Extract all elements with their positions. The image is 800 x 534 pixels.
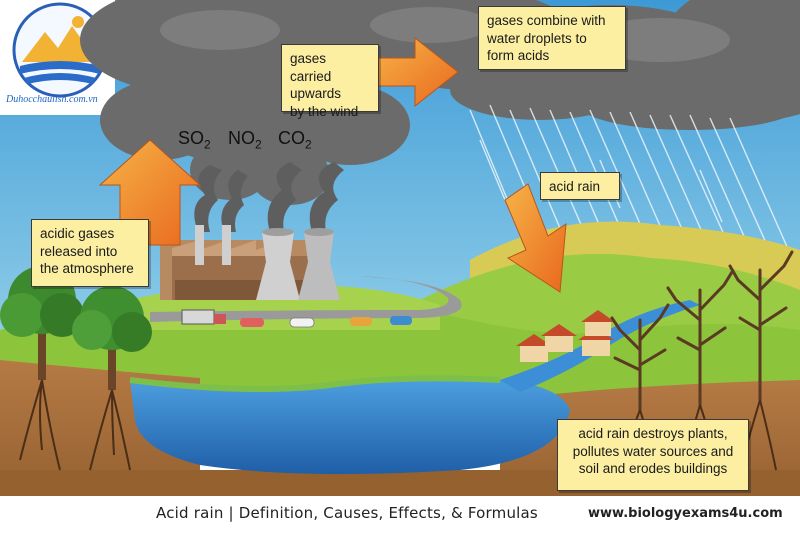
label-gases-combine: gases combine with water droplets to for… [478,6,626,70]
logo-icon [12,2,108,98]
dead-trees [610,250,794,412]
label-line: upwards [290,86,342,102]
logo-text: Duhocchaulish.com.vn [6,94,98,105]
caption: Acid rain | Definition, Causes, Effects,… [156,504,538,522]
label-line: form acids [487,48,550,64]
road [150,276,462,322]
caption-strip [0,496,800,534]
website-credit: www.biologyexams4u.com [588,506,783,521]
tree-roots [19,379,131,471]
chemical-so2: SO2 [178,128,211,152]
label-line: soil and erodes buildings [578,461,728,477]
label-line: gases combine with [487,13,606,28]
label-line: acid rain destroys plants, [578,426,728,441]
label-line: the atmosphere [40,261,134,277]
arrow-right-wind [374,36,459,108]
label-acidic-gases: acidic gases released into the atmospher… [31,219,149,287]
label-line: acidic gases [40,226,115,241]
chimney-smoke [194,162,344,232]
arrow-acid-rain [504,183,567,293]
label-line: pollutes water sources and [572,443,734,459]
lake [130,378,570,474]
vehicles [181,309,412,328]
label-gases-carried: gases carried upwards by the wind [281,44,379,119]
houses [516,310,615,362]
label-line: gases carried [290,51,332,84]
chemical-co2: CO2 [278,128,312,152]
label-line: acid rain [549,179,601,194]
lake-shore [129,375,501,392]
arrow-up [98,139,202,246]
label-line: by the wind [290,103,359,119]
chemical-no2: NO2 [228,128,262,152]
label-acid-rain-effects: acid rain destroys plants, pollutes wate… [557,419,749,491]
label-line: released into [40,243,118,259]
label-line: water droplets to [487,30,587,46]
label-acid-rain: acid rain [540,172,620,200]
factory [160,225,340,300]
